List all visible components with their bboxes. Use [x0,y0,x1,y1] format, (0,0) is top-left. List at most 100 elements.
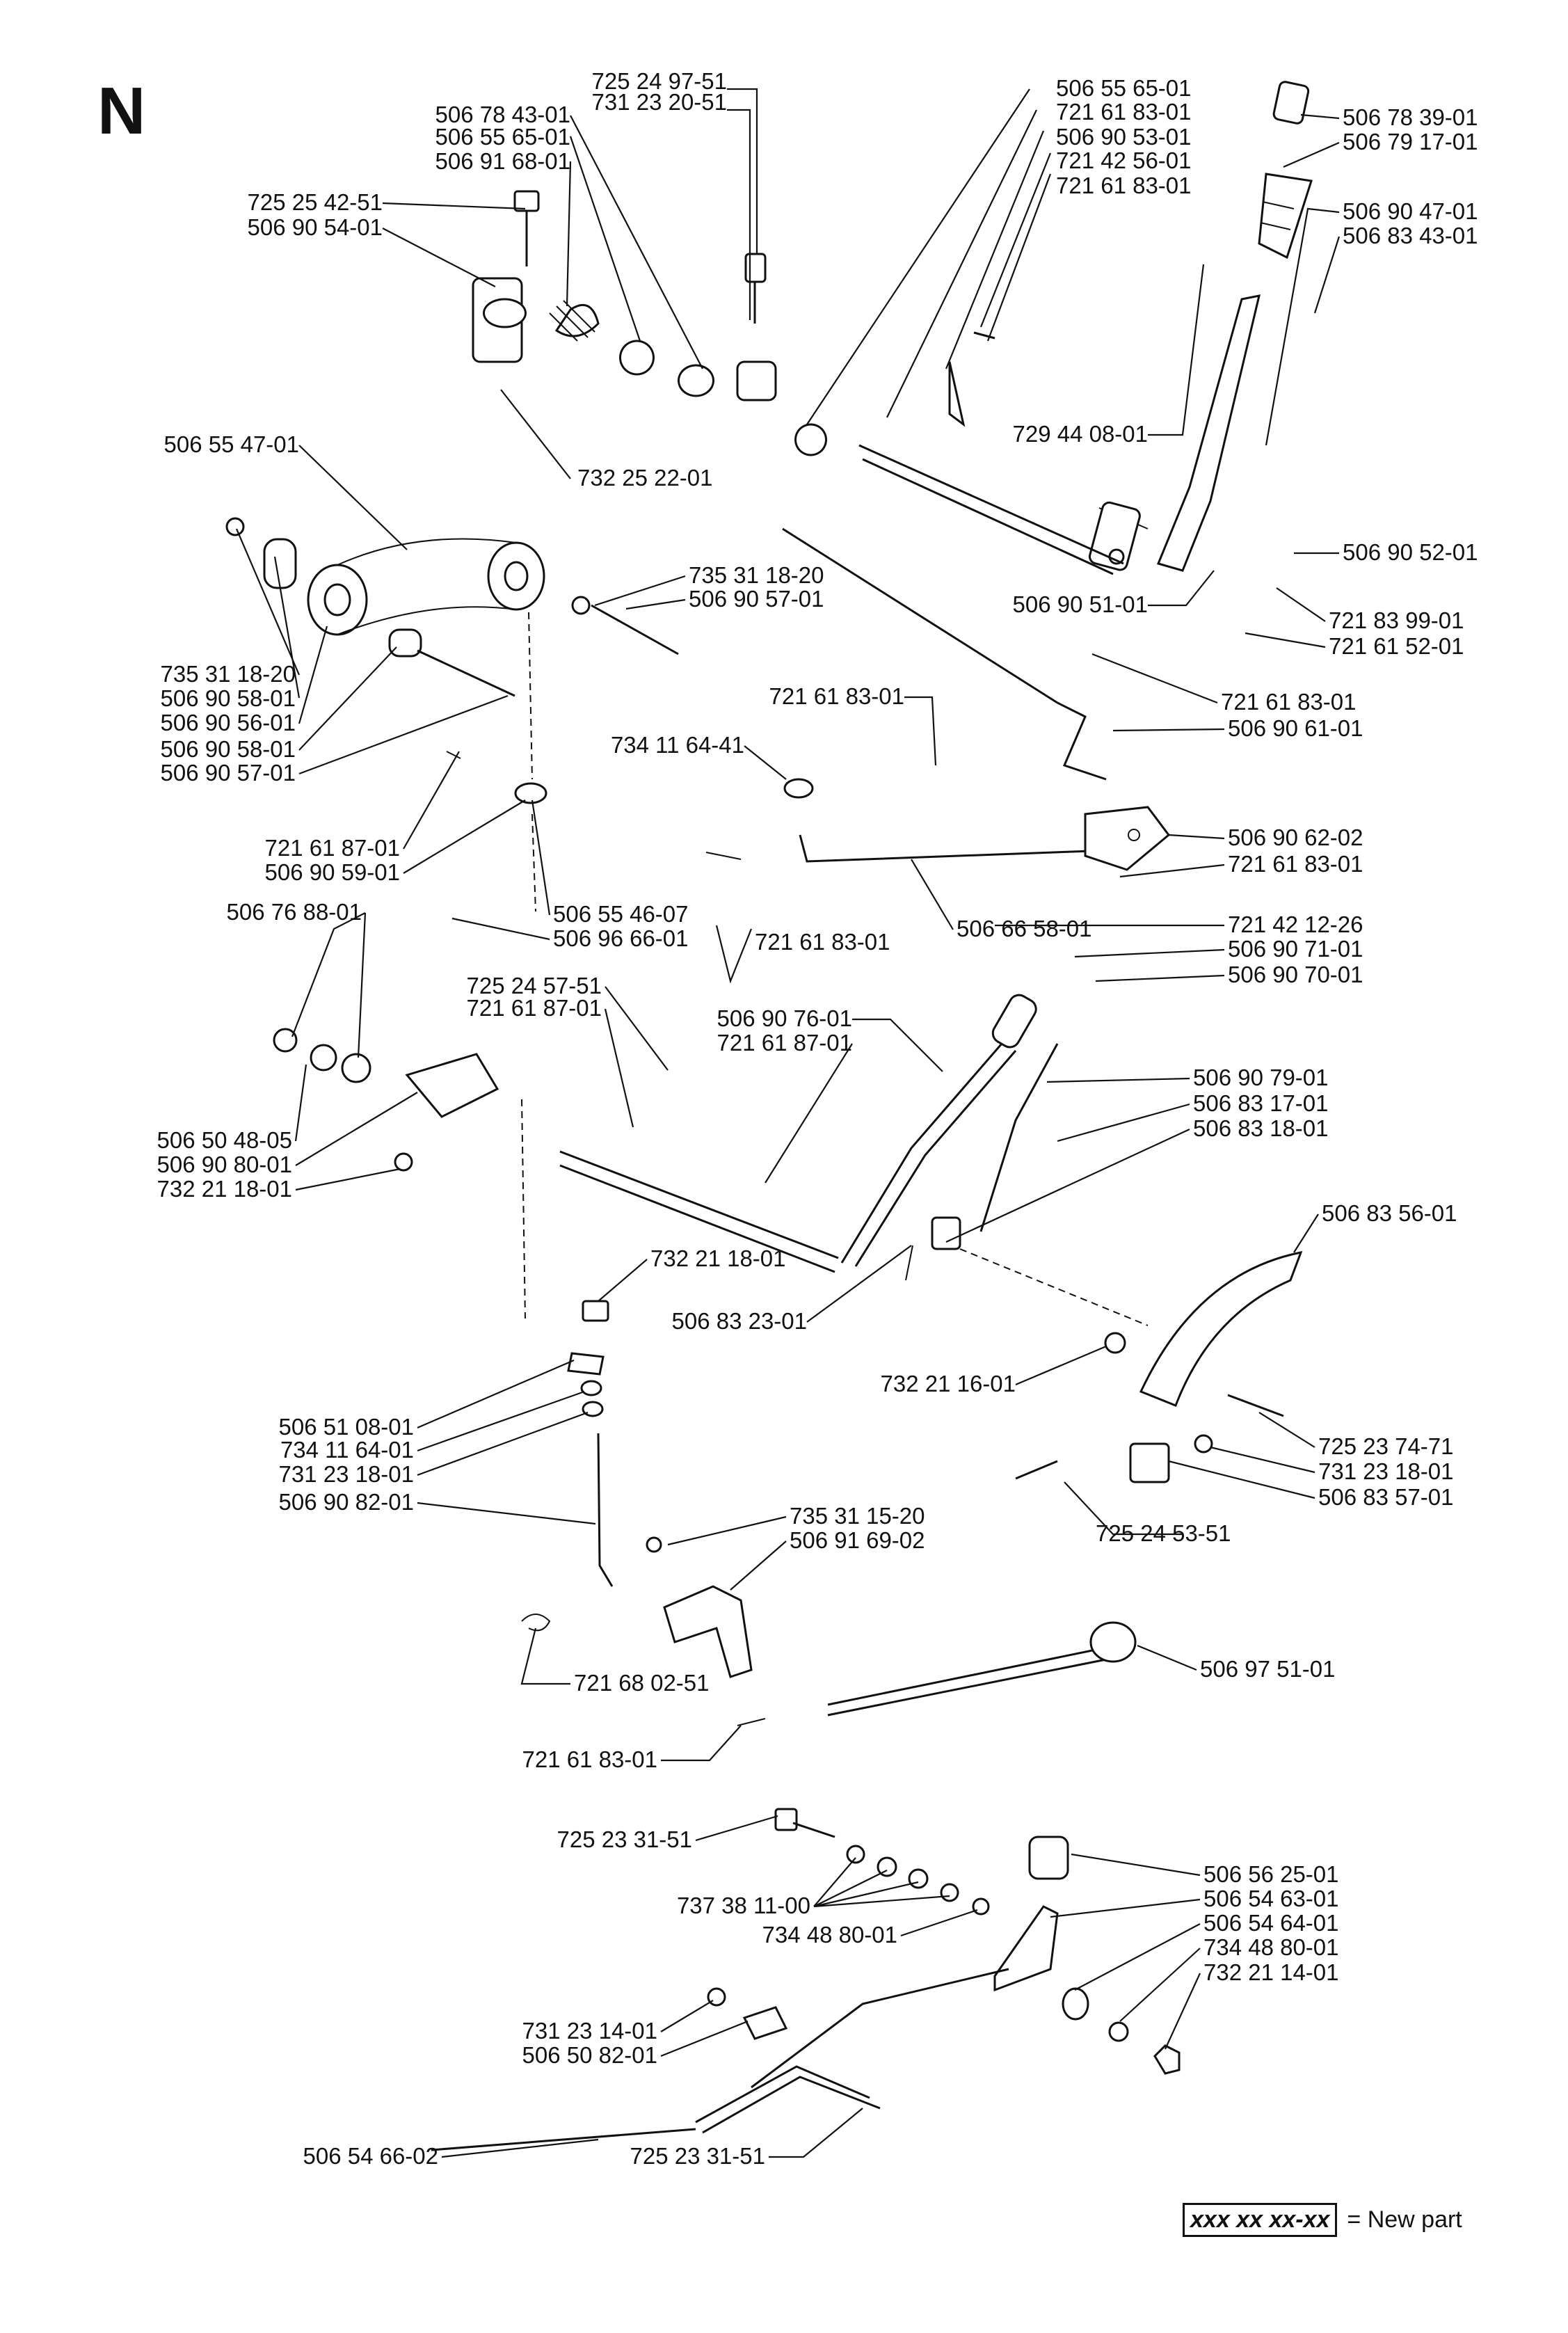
part-number-label: 506 90 71-01 [1228,936,1363,962]
part-number-label: 721 61 83-01 [1056,99,1192,125]
part-number-label: 731 23 18-01 [1318,1458,1454,1484]
part-number-label: 506 83 56-01 [1322,1200,1457,1226]
part-number-label: 506 90 56-01 [160,710,296,735]
part-number-label: 725 25 42-51 [247,189,383,215]
lower-shaft [273,994,1149,1326]
part-number-label: 732 21 18-01 [650,1245,786,1271]
part-number-label: 732 21 14-01 [1203,1959,1339,1985]
part-number-label: 731 23 14-01 [522,2018,657,2044]
part-number-label: 725 24 53-51 [1096,1520,1231,1546]
part-number-label: 506 90 80-01 [157,1152,292,1177]
part-number-label: 734 48 80-01 [762,1922,897,1948]
part-number-label: 734 48 80-01 [1203,1934,1339,1960]
part-number-label: 506 91 69-02 [790,1527,925,1553]
part-number-label: 721 61 83-01 [755,929,890,955]
part-number-label: 506 50 48-05 [157,1127,292,1153]
part-number-label: 729 44 08-01 [1012,421,1148,447]
part-number-label: 721 61 83-01 [1228,851,1363,877]
part-number-label: 731 23 18-01 [278,1461,414,1487]
part-number-label: 506 54 66-02 [303,2143,438,2169]
part-number-label: 506 78 39-01 [1343,104,1478,130]
part-number-label: 721 61 83-01 [1056,173,1192,198]
long-rod [737,1621,1137,1726]
part-number-label: 737 38 11-00 [677,1893,810,1918]
part-number-label: 721 61 83-01 [522,1746,657,1772]
part-number-label: 721 42 56-01 [1056,148,1192,173]
part-number-label: 506 83 17-01 [1193,1090,1329,1116]
quadrant-assembly [1015,1250,1303,1483]
part-number-label: 506 79 17-01 [1343,129,1478,154]
part-drawings [225,81,1313,2151]
part-number-label: 506 54 63-01 [1203,1886,1339,1911]
legend-label: = New part [1347,2206,1462,2233]
part-number-label: 721 61 52-01 [1329,633,1464,659]
part-number-label: 735 31 15-20 [790,1503,925,1529]
part-number-label: 506 90 54-01 [247,214,383,240]
part-number-label: 721 83 99-01 [1329,607,1464,633]
part-number-label: 506 55 65-01 [435,124,570,150]
cable-assembly [431,1808,1181,2151]
leader-lines [235,88,1341,2158]
part-number-label: 506 66 58-01 [957,916,1092,941]
pulley-group [225,517,679,912]
part-number-label: 506 51 08-01 [278,1414,414,1440]
part-number-label: 721 61 83-01 [1221,689,1357,715]
section-letter: N [97,74,146,148]
part-number-labels: 725 24 97-51 731 23 20-51 506 78 43-01 5… [157,68,1478,2169]
part-number-label: 506 83 57-01 [1318,1484,1454,1510]
part-number-label: 734 11 64-41 [611,732,744,758]
part-number-label: 506 76 88-01 [226,899,362,925]
part-number-label: 725 23 74-71 [1318,1433,1454,1459]
part-number-label: 721 61 87-01 [717,1030,852,1056]
part-number-label: 506 90 52-01 [1343,539,1478,565]
part-number-label: 506 83 18-01 [1193,1115,1329,1141]
part-number-label: 506 78 43-01 [435,102,570,127]
part-number-label: 506 90 58-01 [160,685,296,711]
part-number-label: 506 83 23-01 [671,1308,807,1334]
part-number-label: 732 21 18-01 [157,1176,292,1202]
part-number-label: 506 55 46-07 [553,901,689,927]
part-number-label: 506 90 82-01 [278,1489,414,1515]
middle-rods [705,527,1171,871]
part-number-label: 506 90 57-01 [160,760,296,786]
part-number-label: 506 96 66-01 [553,925,689,951]
part-number-label: 506 90 76-01 [717,1005,852,1031]
part-number-label: 732 25 22-01 [577,465,713,491]
part-number-label: 506 55 65-01 [1056,75,1192,101]
part-number-label: 506 90 47-01 [1343,198,1478,224]
part-number-label: 506 55 47-01 [163,431,299,457]
part-number-label: 506 90 59-01 [264,859,400,885]
part-number-label: 506 90 61-01 [1228,715,1363,741]
part-number-label: 721 68 02-51 [574,1670,710,1696]
legend: xxx xx xx-xx = New part [1183,2203,1462,2237]
part-number-label: 725 24 97-51 [591,68,727,94]
part-number-label: 506 54 64-01 [1203,1910,1339,1936]
part-number-label: 721 61 87-01 [466,995,602,1021]
part-number-label: 506 97 51-01 [1200,1656,1336,1682]
pedal-assembly [1088,81,1313,572]
part-number-label: 506 91 68-01 [435,148,570,174]
part-number-label: 506 90 58-01 [160,736,296,762]
part-number-label: 725 23 31-51 [557,1826,692,1852]
part-number-label: 506 90 51-01 [1012,591,1148,617]
part-number-label: 506 90 62-02 [1228,825,1363,850]
part-number-label: 506 90 70-01 [1228,962,1363,987]
part-number-label: 735 31 18-20 [689,562,824,588]
top-shaft [472,190,1124,575]
part-number-label: 721 42 12-26 [1228,911,1363,937]
part-number-label: 721 61 87-01 [264,835,400,861]
part-number-label: 725 24 57-51 [466,973,602,998]
part-number-label: 735 31 18-20 [160,661,296,687]
part-number-label: 725 23 31-51 [630,2143,765,2169]
link-rod [521,1300,753,1678]
part-number-label: 506 90 57-01 [689,586,824,612]
part-number-label: 506 90 53-01 [1056,124,1192,150]
part-number-label: 734 11 64-01 [280,1437,414,1463]
part-number-label: 732 21 16-01 [880,1371,1016,1396]
part-number-label: 731 23 20-51 [591,89,727,115]
part-number-label: 506 50 82-01 [522,2042,657,2068]
legend-code: xxx xx xx-xx [1183,2203,1338,2237]
part-number-label: 506 56 25-01 [1203,1861,1339,1887]
